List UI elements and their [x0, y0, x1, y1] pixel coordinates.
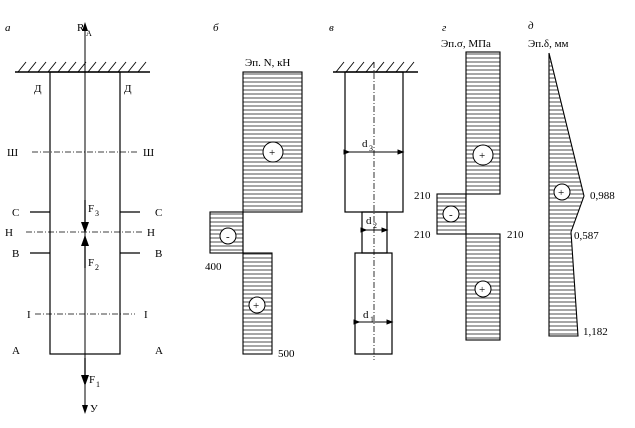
f3-label: F — [88, 203, 94, 215]
delta-value-2: 0,587 — [574, 230, 599, 242]
sigma-sign-top: + — [479, 150, 485, 162]
section-c-right: С — [155, 207, 162, 219]
panel-d-label: д — [528, 20, 534, 32]
n-sign-top: + — [269, 147, 275, 159]
section-d-right: Д — [124, 83, 132, 95]
sigma-sign-mid: - — [449, 209, 453, 221]
section-b-right: В — [155, 248, 162, 260]
f3-arrow-icon — [81, 222, 89, 233]
section-ii-left: Н — [5, 227, 13, 239]
section-d-left: Д — [34, 83, 42, 95]
y-axis-label: У — [90, 403, 98, 415]
panel-a: а R A F 3 F 2 F — [5, 22, 163, 415]
section-b-left: В — [12, 248, 19, 260]
sigma-value-2: 210 — [414, 229, 431, 241]
f1-subscript: 1 — [96, 380, 100, 389]
n-diagram-title: Эп. N, кН — [245, 57, 290, 69]
d1-subscript: 1 — [370, 315, 374, 324]
delta-value-3: 1,182 — [583, 326, 608, 338]
n-sign-circle-mid — [219, 227, 237, 245]
sigma-sign-circle-bottom — [474, 280, 492, 298]
f1-arrow-icon — [81, 375, 89, 386]
section-a-left: А — [12, 345, 20, 357]
f2-arrow-icon — [81, 235, 89, 246]
n-sign-circle-top — [262, 141, 284, 163]
panel-a-label: а — [5, 22, 11, 34]
f1-label: F — [89, 374, 95, 386]
d3-label: d — [362, 138, 368, 150]
ra-arrow-icon — [82, 22, 88, 31]
d3-subscript: 3 — [369, 144, 373, 153]
section-iii-left: Ш — [7, 147, 18, 159]
sigma-sign-circle-mid — [442, 205, 460, 223]
section-ii-right: Н — [147, 227, 155, 239]
rod-support-hatching — [335, 61, 415, 73]
panel-v-label: в — [329, 22, 334, 34]
panel-v: в d 3 d 2 d 1 — [329, 22, 418, 360]
section-a-right: А — [155, 345, 163, 357]
ra-label: R — [77, 22, 85, 34]
delta-sign: + — [558, 187, 564, 199]
sigma-value-3: 210 — [507, 229, 524, 241]
n-sign-mid: - — [226, 231, 230, 243]
sigma-value-1: 210 — [414, 190, 431, 202]
d1-label: d — [363, 309, 369, 321]
n-sign-bottom: + — [253, 300, 259, 312]
n-sign-circle-bottom — [248, 296, 266, 314]
rod-segment-d1 — [354, 252, 393, 355]
f2-subscript: 2 — [95, 263, 99, 272]
delta-outline — [548, 52, 585, 337]
delta-sign-circle — [553, 183, 571, 201]
ra-subscript: A — [86, 29, 92, 38]
n-value-500: 500 — [278, 348, 295, 360]
sigma-sign-circle-top — [472, 144, 494, 166]
d2-subscript: 2 — [373, 221, 377, 230]
panel-g: г Эп.σ, МПа + - + 210 210 210 — [414, 22, 524, 341]
y-axis-arrow-icon — [82, 405, 88, 414]
fixed-support-hatching — [17, 61, 147, 73]
panel-d: д Эп.δ, мм + 0,988 0,587 1,182 — [528, 20, 615, 338]
panel-b: б Эп. N, кН + - + 400 500 — [205, 22, 303, 360]
delta-diagram-title: Эп.δ, мм — [528, 38, 569, 50]
n-value-400: 400 — [205, 261, 222, 273]
sigma-diagram-title: Эп.σ, МПа — [441, 38, 491, 50]
sigma-positive-region-top — [465, 51, 501, 195]
section-c-left: С — [12, 207, 19, 219]
section-i-left: I — [27, 309, 31, 321]
f3-subscript: 3 — [95, 209, 99, 218]
sigma-sign-bottom: + — [479, 284, 485, 296]
f2-label: F — [88, 257, 94, 269]
section-iii-right: Ш — [143, 147, 154, 159]
panel-b-label: б — [213, 22, 219, 34]
d2-label: d — [366, 215, 372, 227]
delta-value-1: 0,988 — [590, 190, 615, 202]
panel-g-label: г — [442, 22, 447, 34]
section-i-right: I — [144, 309, 148, 321]
